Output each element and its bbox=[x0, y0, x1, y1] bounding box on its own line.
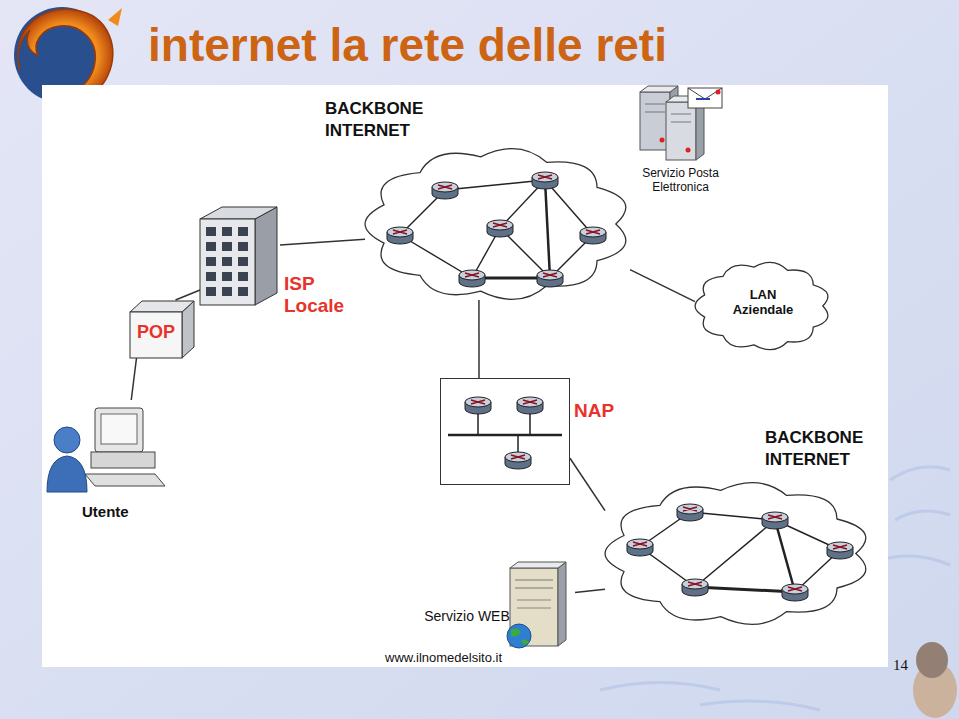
pop-box: POP bbox=[130, 300, 195, 358]
backbone-cloud: BACKBONE INTERNET bbox=[605, 482, 870, 625]
lan-cloud: LAN Aziendale bbox=[695, 262, 830, 350]
isp-building: ISP Locale bbox=[200, 205, 280, 305]
connector-line bbox=[478, 300, 480, 378]
isp-building-art bbox=[200, 205, 280, 305]
backbone-cloud-art bbox=[605, 482, 870, 625]
server-label: Servizio WEB bbox=[423, 608, 511, 625]
cloud-heading: BACKBONE INTERNET bbox=[325, 98, 465, 142]
nap-box-art bbox=[440, 378, 570, 485]
cloud-heading: BACKBONE INTERNET bbox=[765, 427, 890, 471]
web-server: Servizio WEB www.ilnomedelsito.it bbox=[385, 560, 575, 668]
diagram-panel bbox=[42, 85, 888, 667]
isp-label: ISP Locale bbox=[284, 273, 359, 318]
page-number: 14 bbox=[893, 657, 908, 674]
server-label: Servizio Posta Elettronica bbox=[623, 166, 738, 194]
lan-label: LAN Aziendale bbox=[722, 287, 804, 318]
corner-figure bbox=[913, 642, 957, 718]
user-station: Utente bbox=[45, 400, 160, 525]
connector-line bbox=[131, 358, 136, 400]
url-label: www.ilnomedelsito.it bbox=[385, 650, 502, 665]
user-label: Utente bbox=[82, 503, 129, 521]
mail-server: Servizio Posta Elettronica bbox=[618, 80, 743, 202]
slide-title: internet la rete delle reti bbox=[148, 20, 667, 71]
connector-line bbox=[176, 290, 201, 300]
connector-line bbox=[630, 270, 695, 302]
backbone-cloud-art bbox=[365, 148, 630, 300]
connector-line bbox=[570, 458, 605, 510]
nap-box: NAP bbox=[440, 378, 570, 485]
pop-label: POP bbox=[130, 322, 182, 343]
backbone-cloud: BACKBONE INTERNET bbox=[365, 148, 630, 300]
connector-line bbox=[280, 239, 365, 245]
nap-label: NAP bbox=[574, 400, 614, 422]
connector-line bbox=[575, 589, 605, 592]
